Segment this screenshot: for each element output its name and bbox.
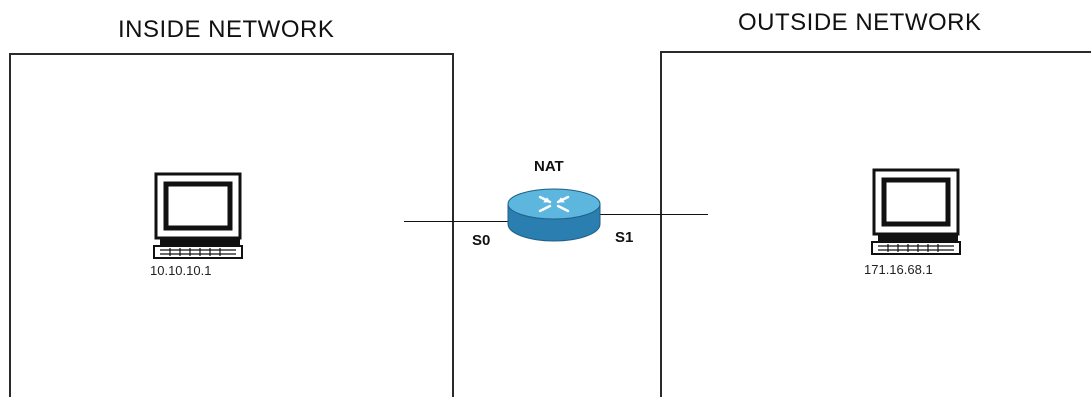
outside-computer-icon (871, 168, 961, 255)
router-label: NAT (534, 158, 564, 175)
interface-s0-label: S0 (472, 232, 491, 249)
outside-network-box (660, 51, 1091, 397)
link-outside (600, 214, 708, 215)
interface-s1-label: S1 (615, 229, 634, 246)
inside-network-box (9, 53, 454, 397)
inside-network-title: INSIDE NETWORK (118, 16, 335, 43)
router-icon (507, 188, 601, 242)
outside-host-ip: 171.16.68.1 (864, 262, 933, 277)
inside-computer-icon (153, 172, 243, 259)
outside-network-title: OUTSIDE NETWORK (738, 9, 982, 36)
inside-host-ip: 10.10.10.1 (150, 263, 212, 278)
link-inside (404, 221, 508, 222)
